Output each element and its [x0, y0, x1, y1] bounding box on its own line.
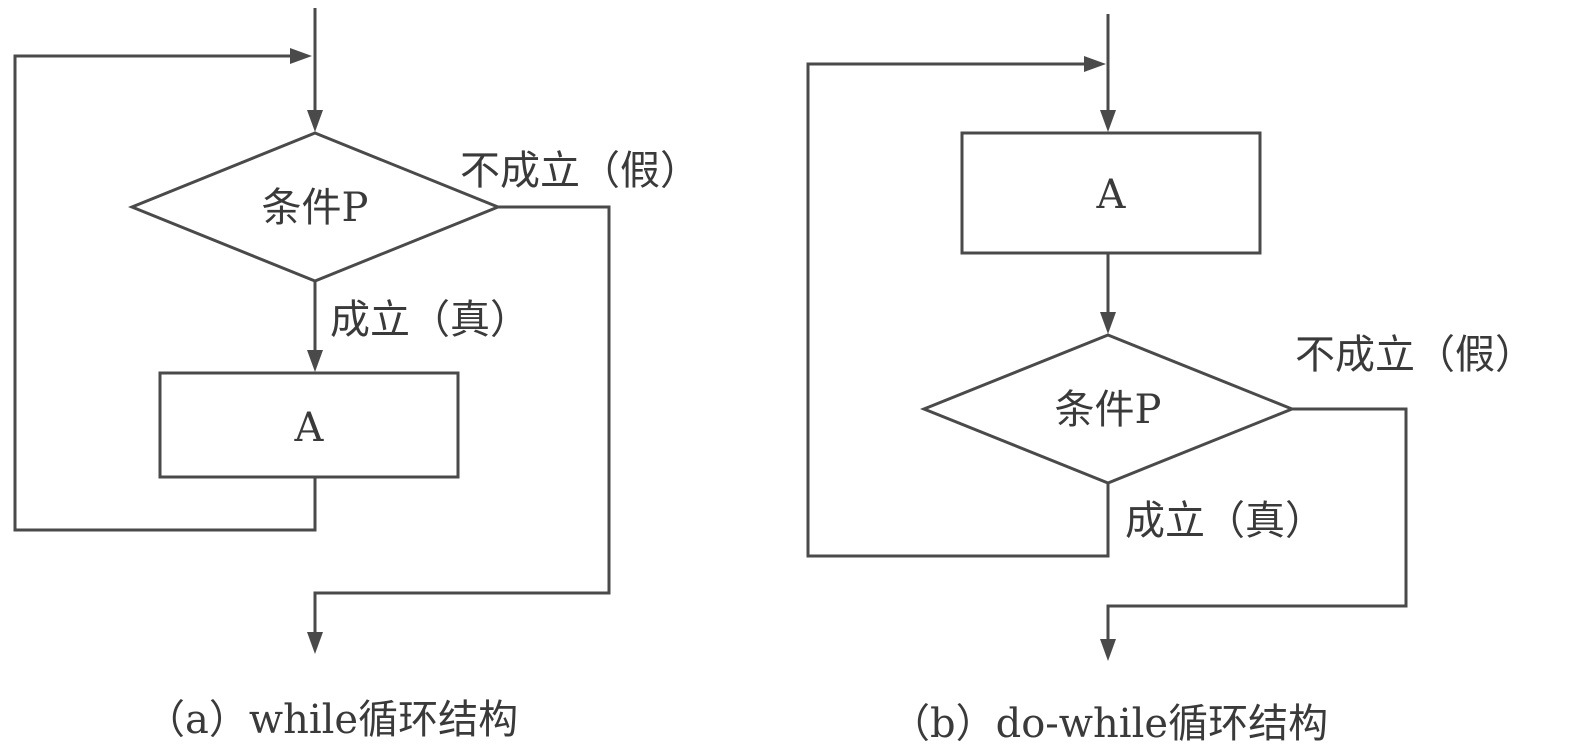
b-condition-diamond [919, 333, 1297, 485]
b-caption: （b）do-while循环结构 [890, 701, 1328, 747]
a-caption: （a）while循环结构 [145, 697, 518, 743]
b-loop-back-arrowhead [1084, 56, 1106, 72]
b-action-box [960, 131, 1262, 255]
a-action-label: A [294, 405, 325, 451]
a-loop-back-line [13, 54, 317, 532]
b-condition-label: 条件P [1055, 387, 1162, 433]
while-loop-diagram: 条件P 成立（真） A 不成立（假） （a）while循环结构 [13, 8, 700, 743]
a-false-label: 不成立（假） [460, 148, 700, 194]
b-entry-arrowhead [1100, 110, 1116, 132]
a-false-line [313, 205, 611, 634]
b-action-to-condition-arrowhead [1100, 312, 1116, 334]
a-exit-arrowhead [307, 632, 323, 654]
b-false-line [1106, 407, 1408, 641]
a-action-box [158, 371, 460, 479]
b-false-label: 不成立（假） [1295, 332, 1535, 378]
a-true-label: 成立（真） [330, 297, 530, 343]
a-true-arrowhead [307, 350, 323, 372]
b-action-label: A [1096, 172, 1127, 218]
b-loop-back-line [806, 62, 1110, 558]
a-condition-label: 条件P [262, 185, 369, 231]
b-exit-arrowhead [1100, 639, 1116, 661]
do-while-loop-diagram: A 条件P 成立（真） 不成立（假） （b）do-while循环结构 [806, 14, 1535, 747]
b-true-label: 成立（真） [1125, 498, 1325, 544]
a-loop-back-arrowhead [290, 48, 312, 64]
a-entry-arrowhead [307, 110, 323, 132]
